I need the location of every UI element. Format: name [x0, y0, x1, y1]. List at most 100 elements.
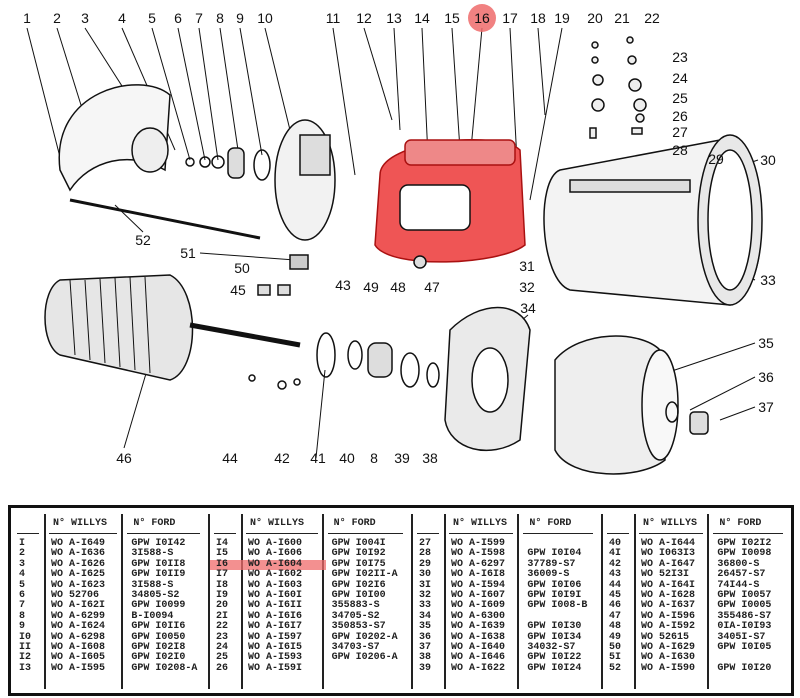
part-callout: 17	[502, 10, 518, 26]
part-callout: 27	[672, 124, 688, 140]
willys-number: WO A-I626	[51, 558, 106, 570]
header-willys: N° WILLYS	[250, 518, 305, 529]
ref-number: 7	[19, 600, 26, 612]
header-rule	[246, 533, 318, 534]
column-divider	[707, 514, 710, 689]
willys-number: WO 52I3I	[641, 569, 690, 581]
column-divider	[411, 514, 413, 689]
ford-number: GPW I02I6	[331, 579, 386, 591]
column-divider	[517, 514, 520, 689]
part-callout: 42	[274, 450, 290, 466]
ref-number: 22	[216, 621, 229, 633]
ref-number: 47	[609, 610, 622, 622]
part-callout: 16	[474, 10, 490, 26]
ref-number: 3	[19, 558, 26, 570]
part-callout: 39	[394, 450, 410, 466]
ref-number: 34	[419, 610, 432, 622]
part-callout: 8	[216, 10, 224, 26]
ford-number: GPW I0I9I	[527, 590, 582, 601]
willys-number: WO A-I594	[451, 579, 506, 591]
ref-number: 46	[609, 600, 622, 612]
ford-number: 26457-S7	[717, 569, 766, 581]
willys-number: WO A-I644	[641, 538, 696, 549]
willys-number: WO A-I596	[641, 610, 696, 622]
ford-number: GPW I004I	[331, 538, 386, 549]
ford-number: GPW I008-B	[527, 600, 588, 612]
willys-number: WO A-I609	[451, 600, 506, 612]
ref-number: 37	[419, 642, 432, 653]
header-rule	[713, 533, 783, 534]
ref-number: 4	[19, 569, 26, 581]
ford-number: GPW I0I05	[717, 642, 772, 653]
ford-number: 350853-S7	[331, 621, 386, 633]
part-callout: 6	[174, 10, 182, 26]
part-callout: 18	[530, 10, 546, 26]
willys-number: WO A-I6I8	[451, 569, 506, 581]
ref-number: 29	[419, 558, 432, 570]
willys-number: WO A-6297	[451, 558, 506, 570]
ford-number: GPW I0005	[717, 600, 772, 612]
highlight-marker	[468, 4, 496, 32]
ref-number: 27	[419, 538, 432, 549]
part-callout: 2	[53, 10, 61, 26]
ref-number: 5I	[609, 652, 622, 664]
part-callout: 32	[519, 279, 535, 295]
willys-number: WO A-I647	[641, 558, 696, 570]
part-callout: 9	[236, 10, 244, 26]
part-callout: 37	[758, 399, 774, 415]
willys-number: WO A-I607	[451, 590, 506, 601]
column-divider	[208, 514, 210, 689]
ref-number: I3	[19, 662, 32, 674]
small-parts	[589, 36, 647, 139]
willys-number: WO A-I593	[248, 652, 303, 664]
part-callout: 23	[672, 49, 688, 65]
part-callout: 13	[386, 10, 402, 26]
part-callout: 5	[148, 10, 156, 26]
ref-number: I8	[216, 579, 229, 591]
ref-number: I9	[216, 590, 229, 601]
column-divider	[44, 514, 46, 689]
ref-number: 28	[419, 548, 432, 560]
header-rule	[639, 533, 704, 534]
ford-number: GPW I0I22	[527, 652, 582, 664]
ref-number: 33	[419, 600, 432, 612]
part-callout: 4	[118, 10, 126, 26]
part-callout: 48	[390, 279, 406, 295]
ford-number: GPW I0206-A	[331, 652, 398, 664]
ref-number: 44	[609, 579, 622, 591]
willys-number: WO A-I636	[51, 548, 106, 560]
ford-number: B-I0094	[131, 610, 174, 622]
ford-number: GPW I0II9	[131, 569, 186, 581]
willys-number: WO A-I604	[248, 558, 303, 570]
ford-number: 34703-S7	[331, 642, 380, 653]
ford-number: GPW I02I8	[131, 642, 186, 653]
ford-number: GPW I0I34	[527, 631, 582, 643]
willys-number: WO A-I606	[248, 548, 303, 560]
willys-number: WO A-I605	[51, 652, 106, 664]
header-willys: N° WILLYS	[453, 518, 508, 529]
part-callout: 1	[23, 10, 31, 26]
part-callout: 47	[424, 279, 440, 295]
ford-number: 3405I-S7	[717, 631, 766, 643]
drive-end-housing	[554, 335, 666, 475]
ford-number: GPW I0I75	[331, 558, 386, 570]
header-rule	[449, 533, 514, 534]
ford-number: GPW I02I0	[131, 652, 186, 664]
part-callout: 19	[554, 10, 570, 26]
willys-number: WO A-I602	[248, 569, 303, 581]
header-ford: N° FORD	[333, 518, 376, 529]
willys-number: WO A-I592	[641, 621, 696, 633]
armature-windings	[69, 276, 151, 374]
header-rule	[607, 533, 629, 534]
header-ford: N° FORD	[529, 518, 572, 529]
willys-number: WO A-I59I	[248, 662, 303, 674]
part-callout: 45	[230, 282, 246, 298]
ford-number: GPW I0208-A	[131, 662, 198, 674]
ford-number: GPW I0I00	[331, 590, 386, 601]
part-callout: 34	[520, 300, 536, 316]
willys-number: WO A-I603	[248, 579, 303, 591]
